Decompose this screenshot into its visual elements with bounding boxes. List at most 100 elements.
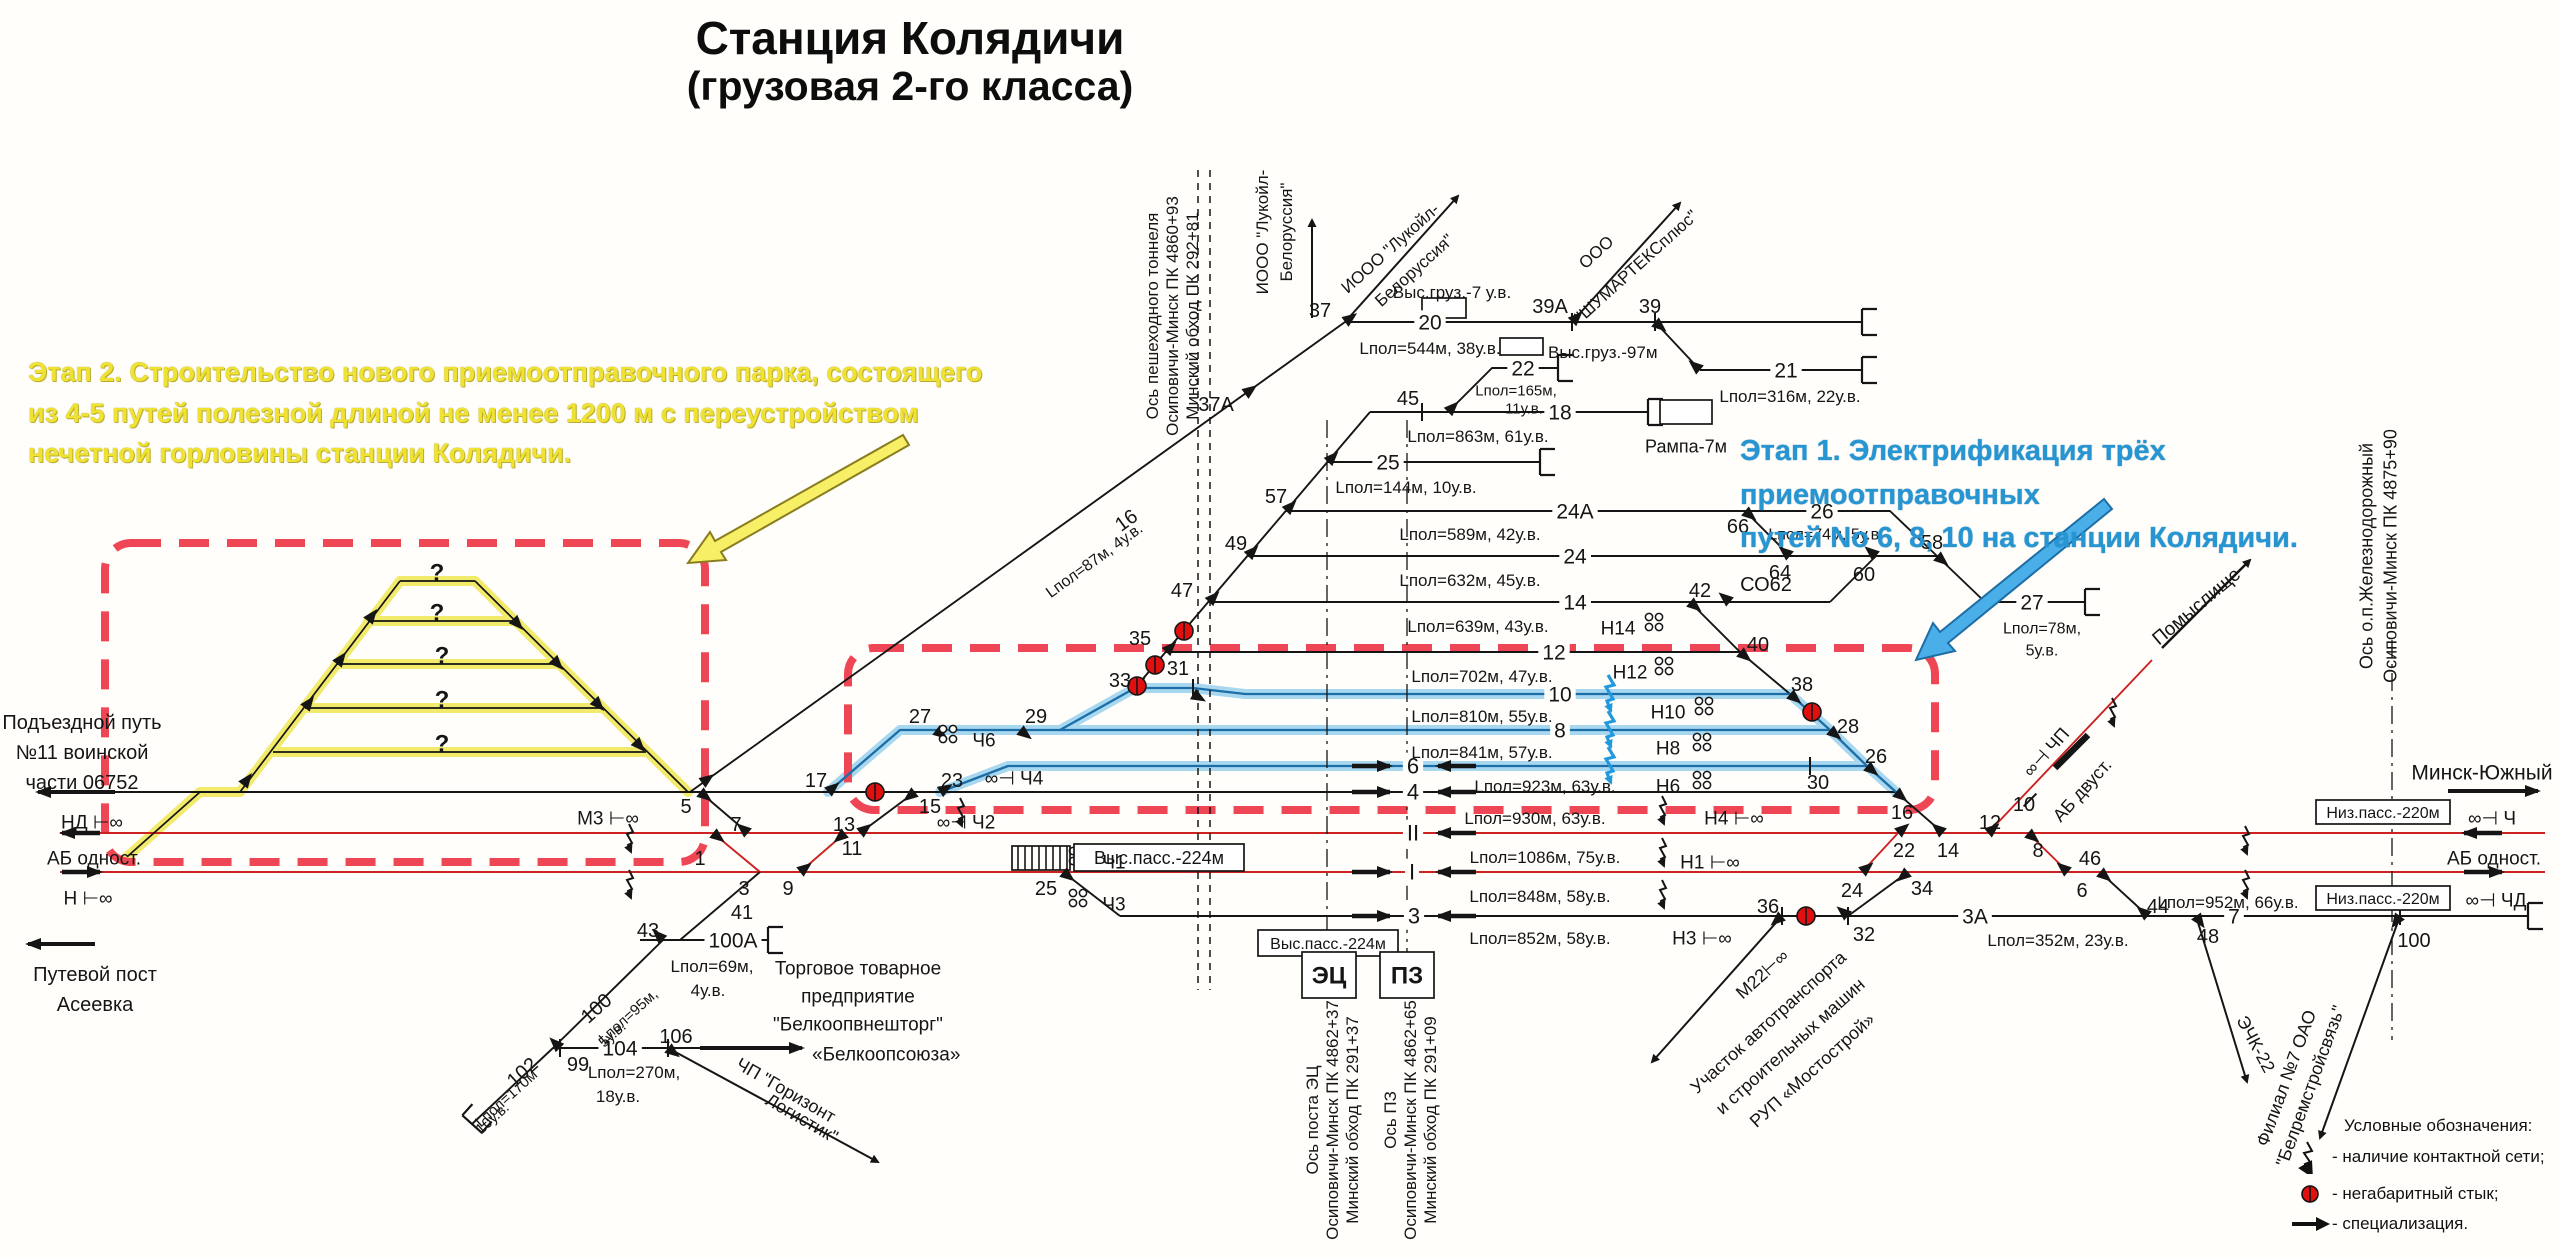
diagram-label: 100: [2397, 930, 2430, 952]
diagram-label: ?: [430, 599, 445, 626]
box-label: Низ.пасс.-220м: [2326, 805, 2439, 822]
dwarf-signal-icon: [1692, 780, 1702, 790]
label-bg: [1403, 902, 1425, 930]
buffer-stop-shape: [461, 1103, 493, 1134]
diagram-label: 30: [1807, 772, 1829, 794]
dwarf-signal-icon: [1654, 612, 1664, 622]
diagram-label: 7: [2228, 905, 2240, 928]
label-box: [2315, 885, 2451, 911]
diagram-label: Торговое товарное: [775, 959, 941, 980]
diagram-label: «Белкоопсоюза»: [812, 1045, 960, 1066]
diagram-label: 18у.в.: [596, 1087, 640, 1106]
diagram-label: Н3 ⊢∞: [1672, 929, 1732, 950]
switch-mark: [1892, 787, 1908, 802]
switch-mark: [1778, 546, 1794, 561]
box-label: ПЗ: [1391, 963, 1423, 990]
diagram-label: 5: [680, 796, 691, 818]
diagram-label: М3 ⊢∞: [577, 809, 639, 830]
diagram-label: 7: [730, 814, 741, 836]
label-bg: [704, 928, 762, 954]
diagram-label: 35: [1129, 628, 1151, 650]
diagram-label: 60: [1853, 564, 1875, 586]
contact-wire-mark: [1657, 837, 1668, 868]
switch-mark: [1894, 823, 1910, 838]
diagram-label: 14: [1563, 591, 1587, 614]
box-label: ЭЦ: [1312, 963, 1347, 990]
stage1-annotation: Этап 1. Электрификация трёх приемоотправ…: [1740, 435, 2298, 554]
diagram-label: 24: [1563, 545, 1587, 568]
label-bg: [1806, 499, 1838, 525]
buffer-stop-shape: [2526, 901, 2543, 931]
diagram-label: Lпол=930м, 63у.в.: [1464, 809, 1605, 828]
label-bg: [1507, 356, 1539, 382]
diagram-label: 22: [1893, 840, 1915, 862]
label-bg: [2016, 590, 2048, 616]
legend-item-oversize-joint: - негабаритный стык;: [2288, 1183, 2548, 1205]
diagram-label: Lпол=69м,: [671, 957, 754, 976]
planned-track-halo: [123, 576, 405, 861]
label-bg: [1552, 499, 1598, 525]
switch-mark: [1896, 867, 1912, 882]
diagram-label: 38: [1791, 674, 1813, 696]
diagram-label: Минск-Южный: [2411, 761, 2552, 784]
diagram-label: №11 воинской: [16, 742, 149, 764]
diagram-label: Минский обход ПК 291+09: [1421, 1016, 1440, 1223]
track-line: [1745, 510, 1938, 557]
dwarf-signal-icon: [1654, 622, 1664, 632]
direction-arrow: [667, 1047, 880, 1163]
buffer-stop-shape: [2083, 587, 2100, 617]
diagram-label: Lпол=165м,: [1475, 382, 1557, 399]
diagram-label: 12: [1542, 641, 1565, 664]
label-bg: [1550, 718, 1570, 744]
diagram-label: Выс.груз.-97м: [1548, 343, 1658, 362]
stage-zone-layer: [101, 539, 1939, 866]
electrified-track-line: [939, 764, 1867, 794]
diagram-label: Путевой пост: [33, 964, 157, 986]
switch-mark: [2191, 912, 2205, 929]
diagram-label: 104: [602, 1037, 637, 1060]
diagram-label: 24А: [1556, 500, 1593, 523]
switch-mark: [1204, 591, 1220, 607]
switch-mark: [1741, 506, 1757, 521]
diagram-label: Рампа-7м: [1645, 436, 1727, 456]
diagram-label: 39А: [1532, 296, 1568, 318]
label-bg: [1372, 450, 1404, 476]
dwarf-signal-icon: [1692, 732, 1702, 742]
stage-zone-box: [844, 644, 1939, 814]
dwarf-signal-icon: [1692, 770, 1702, 780]
box-label: Выс.пасс.-224м: [1270, 936, 1386, 953]
diagram-label: 41: [731, 902, 753, 924]
diagram-label: Н ⊢∞: [63, 889, 112, 910]
diagram-label: Осиповичи-Минск ПК 4862+37: [1323, 1000, 1342, 1240]
diagram-label: 5у.в.: [2026, 643, 2059, 660]
diagram-label: Lпол=87м, 4у.в.: [1043, 520, 1146, 601]
switch-mark: [1059, 867, 1075, 882]
switch-mark: [1243, 545, 1259, 561]
diagram-label: ?: [430, 559, 445, 586]
dwarf-signal-icon: [1692, 742, 1702, 752]
diagram-label: 14: [1937, 840, 1959, 862]
direction-arrow: [1650, 915, 1783, 1064]
track-line: [679, 871, 761, 941]
diagram-label: Lпол=144м, 10у.в.: [1335, 478, 1476, 497]
legend: Условные обозначения: - наличие контактн…: [2288, 1116, 2548, 1243]
diagram-label: части 06752: [25, 772, 138, 794]
contact-wire-mark: [2240, 869, 2251, 900]
diagram-label: 45: [1397, 388, 1419, 410]
buffer-stop-shape: [1860, 355, 1877, 385]
diagram-label: 42: [1689, 580, 1711, 602]
track-line: [1829, 555, 1877, 603]
dwarf-signal-icon: [1078, 898, 1088, 908]
diagram-label: Lпол=863м, 61у.в.: [1407, 427, 1548, 446]
diagram-label: Минский обход ПК 291+37: [1343, 1016, 1362, 1223]
diagram-label: "Белкоопвнешторг": [773, 1015, 943, 1036]
direction-arrow: [2318, 915, 2401, 1140]
switch-mark: [1651, 317, 1667, 332]
buffer-stop: [461, 1103, 493, 1134]
diagram-label: ∞⊣ ЧД: [2466, 891, 2527, 912]
diagram-label: 33: [1109, 670, 1131, 692]
diagram-label: 32: [1853, 924, 1875, 946]
diagram-label: II: [1407, 821, 1419, 846]
diagram-label: Lпол=923м, 63у.в.: [1474, 777, 1615, 796]
